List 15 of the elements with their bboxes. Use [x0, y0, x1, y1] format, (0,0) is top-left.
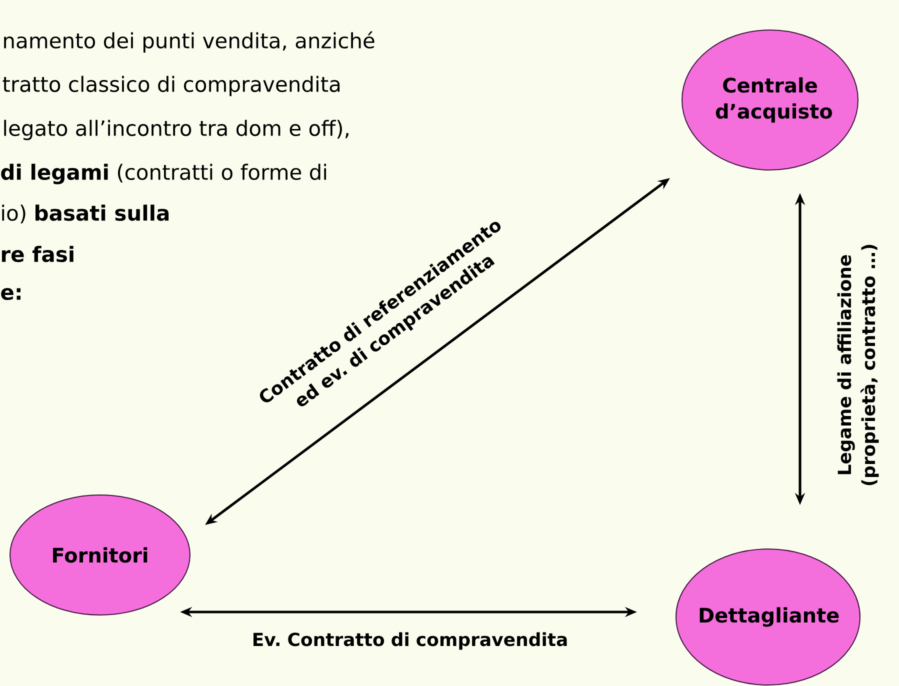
- paragraph-line: namento dei punti vendita, anziché: [4, 31, 374, 53]
- node-label: Dettagliante: [700, 607, 839, 627]
- paragraph-line: re fasi: [2, 246, 74, 262]
- ellipse-node: [682, 30, 858, 170]
- node-label: Centrale d’acquisto: [716, 77, 832, 123]
- paragraph-line: legato all’incontro tra dom e off),: [4, 120, 348, 140]
- ellipse-node: [676, 548, 860, 686]
- node-label: Fornitori: [53, 547, 148, 563]
- edge-label: Legame di affiliazione (proprietà, contratto …): [837, 244, 879, 486]
- paragraph-line: di legami (contratti o forme di: [1, 164, 326, 184]
- paragraph-line: tratto classico di compravendita: [2, 76, 340, 96]
- paragraph-line: e:: [1, 288, 20, 300]
- ellipse-node: [10, 494, 190, 616]
- edge-label: Ev. Contratto di compravendita: [254, 632, 567, 650]
- paragraph-line: io) basati sulla: [2, 204, 169, 224]
